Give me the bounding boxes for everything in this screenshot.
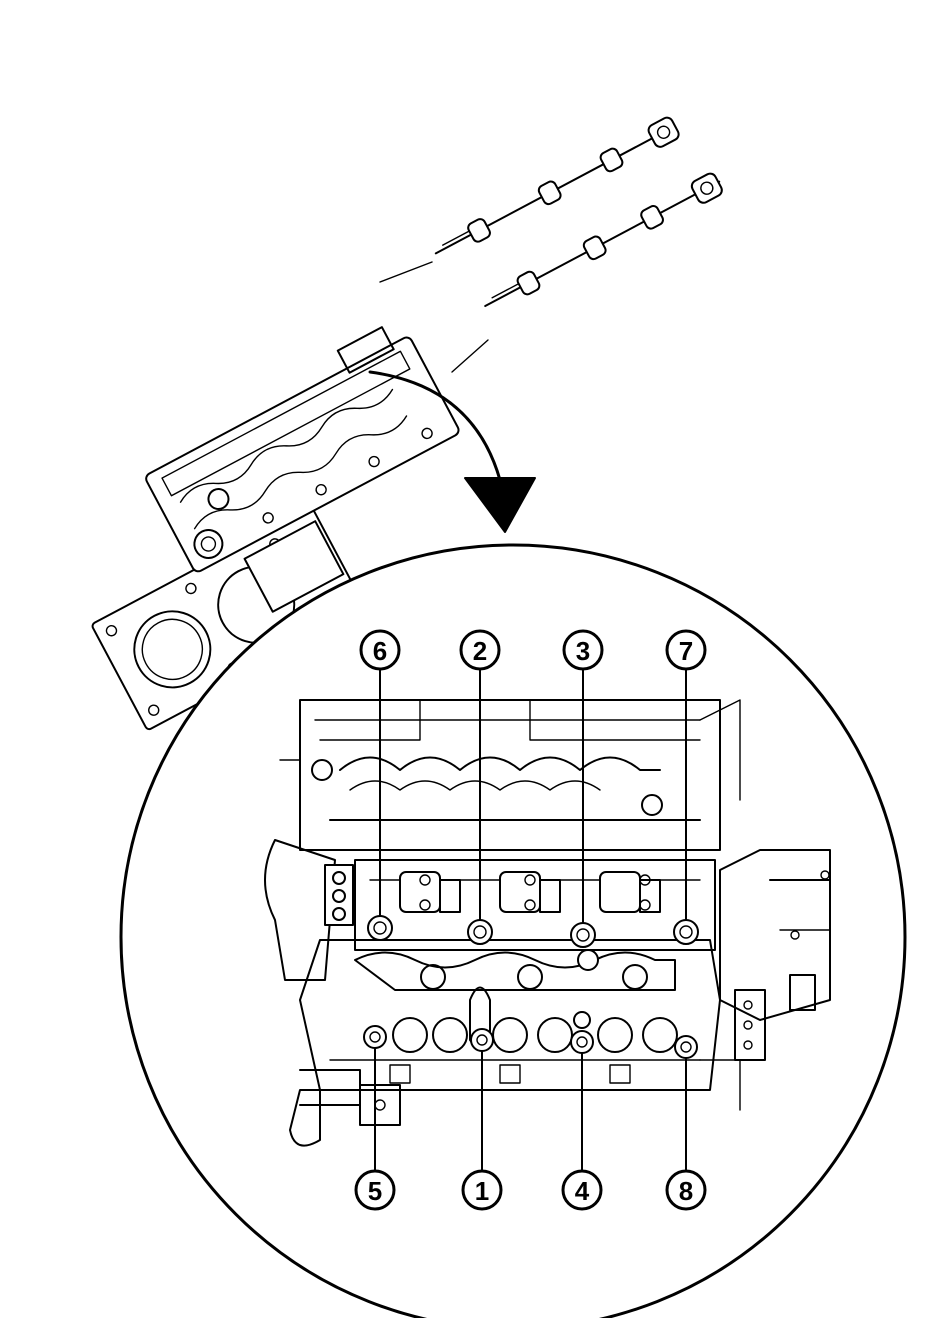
callout-label: 5 <box>368 1176 382 1206</box>
bolt-4 <box>570 1011 594 1054</box>
bolt-3 <box>570 922 599 971</box>
cylinder-head <box>145 326 460 613</box>
callout-label: 7 <box>679 636 693 666</box>
head-bolts-row-2 <box>451 172 723 373</box>
head-bolt-markers <box>363 915 699 1059</box>
callout-label: 1 <box>475 1176 489 1206</box>
exploded-head-gasket-view <box>91 116 723 731</box>
magnified-detail-circle: 6 2 3 7 5 1 <box>119 543 907 1318</box>
callout-2: 2 <box>459 629 501 671</box>
head-bolts-row-1 <box>379 116 680 283</box>
bolt-7 <box>673 919 699 945</box>
callout-5: 5 <box>354 1169 396 1211</box>
curved-arrow <box>368 370 536 533</box>
bottom-callouts: 5 1 4 8 <box>354 1169 707 1211</box>
bolt-8 <box>674 1035 698 1059</box>
callout-label: 3 <box>576 636 590 666</box>
callout-3: 3 <box>562 629 604 671</box>
callout-7: 7 <box>665 629 707 671</box>
callout-8: 8 <box>665 1169 707 1211</box>
callout-4: 4 <box>561 1169 603 1211</box>
bottom-leader-lines <box>374 1036 687 1171</box>
bolt-5 <box>363 1025 387 1049</box>
bolt-6 <box>367 915 393 941</box>
callout-label: 6 <box>373 636 387 666</box>
bolt-1 <box>470 1028 494 1052</box>
top-leader-lines <box>379 667 687 936</box>
callout-label: 8 <box>679 1176 693 1206</box>
callout-label: 4 <box>575 1176 590 1206</box>
callout-1: 1 <box>461 1169 503 1211</box>
engine-head-lineart <box>264 699 831 1147</box>
callout-label: 2 <box>473 636 487 666</box>
bolt-2 <box>467 919 493 945</box>
top-callouts: 6 2 3 7 <box>359 629 707 671</box>
callout-6: 6 <box>359 629 401 671</box>
